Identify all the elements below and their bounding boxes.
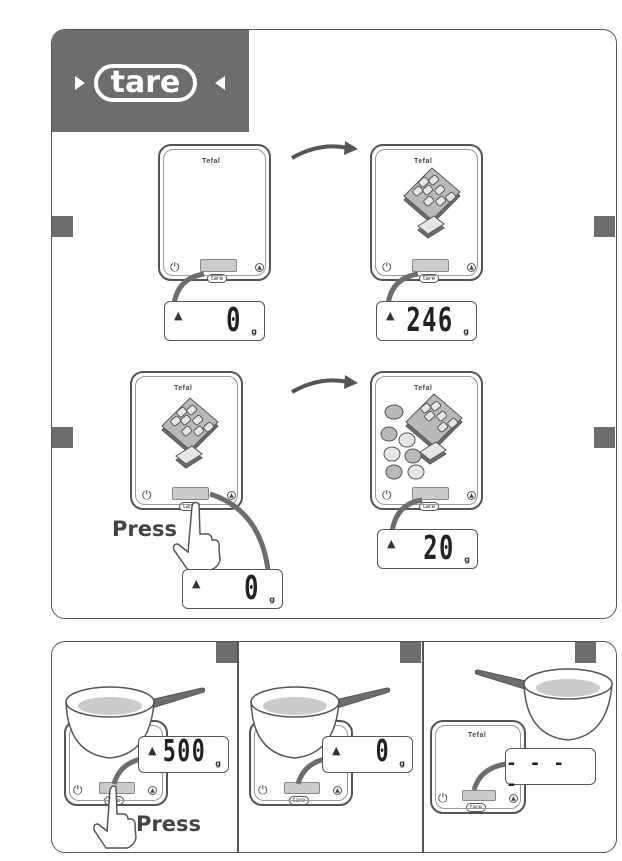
display-pointer <box>208 492 278 572</box>
weight-readout: ▲ 0 g <box>182 569 283 609</box>
brand-logo: Tefal <box>414 385 432 392</box>
weight-value: 500 <box>163 734 206 769</box>
column-divider <box>237 642 239 853</box>
power-icon[interactable]: ⏻ <box>73 784 83 796</box>
step-marker <box>575 642 596 663</box>
triangle-left-icon <box>215 76 225 90</box>
stable-indicator-icon: ▲ <box>332 744 340 757</box>
weight-readout: ▲ 0 g <box>322 736 413 773</box>
scale-display <box>200 259 237 272</box>
weight-unit: g <box>269 595 275 604</box>
weight-unit: g <box>399 759 405 768</box>
step-marker <box>52 216 73 237</box>
weight-readout: ▲ 20 g <box>377 529 478 569</box>
power-icon[interactable]: ⏻ <box>142 489 152 501</box>
step-marker <box>216 642 237 663</box>
nuts-icon <box>380 404 432 480</box>
stable-indicator-icon: ▲ <box>387 537 395 550</box>
tare-button[interactable]: tare <box>289 796 309 805</box>
stable-indicator-icon: ▲ <box>192 577 200 590</box>
triangle-right-icon <box>75 76 85 90</box>
brand-logo: Tefal <box>202 158 220 165</box>
unit-icon[interactable]: ▲ <box>333 786 342 795</box>
press-label: Press <box>136 812 201 836</box>
weight-unit: g <box>464 555 470 564</box>
tare-badge-label: tare <box>94 64 197 102</box>
arrow-icon <box>290 374 360 398</box>
kitchen-scale: Tefal ⏻ ▲ tare <box>158 144 271 281</box>
unit-icon[interactable]: ▲ <box>467 491 476 500</box>
weight-unit: g <box>251 327 257 336</box>
power-icon[interactable]: ⏻ <box>258 784 268 796</box>
brand-logo: Tefal <box>414 158 432 165</box>
unit-icon[interactable]: ▲ <box>255 263 264 272</box>
ingredients-icon <box>160 396 220 472</box>
weight-value: 20 <box>424 528 456 567</box>
stable-indicator-icon: ▲ <box>174 309 182 322</box>
tare-button[interactable]: tare <box>419 274 439 283</box>
scale-display <box>172 487 209 500</box>
weight-value: 0 <box>244 568 260 607</box>
step-marker <box>594 216 615 237</box>
unit-icon[interactable]: ▲ <box>467 263 476 272</box>
column-divider <box>422 642 424 853</box>
weight-readout: - - - - <box>505 748 596 785</box>
stable-indicator-icon: ▲ <box>148 744 156 757</box>
step-marker <box>52 427 73 448</box>
weight-readout: ▲ 246 g <box>376 301 477 341</box>
weight-value: 0 <box>376 734 390 769</box>
tare-badge: tare <box>52 30 249 132</box>
display-pointer <box>470 762 510 792</box>
weight-unit: g <box>463 327 469 336</box>
arrow-icon <box>290 140 360 164</box>
power-icon[interactable]: ⏻ <box>438 792 448 804</box>
tare-button[interactable]: tare <box>466 803 486 812</box>
unit-icon[interactable]: ▲ <box>148 786 157 795</box>
unit-icon[interactable]: ▲ <box>509 794 518 803</box>
weight-readout: ▲ 0 g <box>164 301 265 341</box>
weight-unit: g <box>215 759 221 768</box>
weight-readout: ▲ 500 g <box>138 736 229 773</box>
stable-indicator-icon: ▲ <box>386 309 394 322</box>
step-marker <box>400 642 421 663</box>
tare-button[interactable]: tare <box>207 274 227 283</box>
brand-logo: Tefal <box>174 385 192 392</box>
hand-pointer-icon <box>90 784 140 850</box>
ingredients-icon <box>402 166 462 242</box>
step-marker <box>594 427 615 448</box>
weight-value: 246 <box>407 300 454 339</box>
weight-value: - - - - <box>506 753 583 795</box>
bowl-icon <box>472 666 616 742</box>
weight-value: 0 <box>226 300 242 339</box>
scale-display <box>412 259 449 272</box>
